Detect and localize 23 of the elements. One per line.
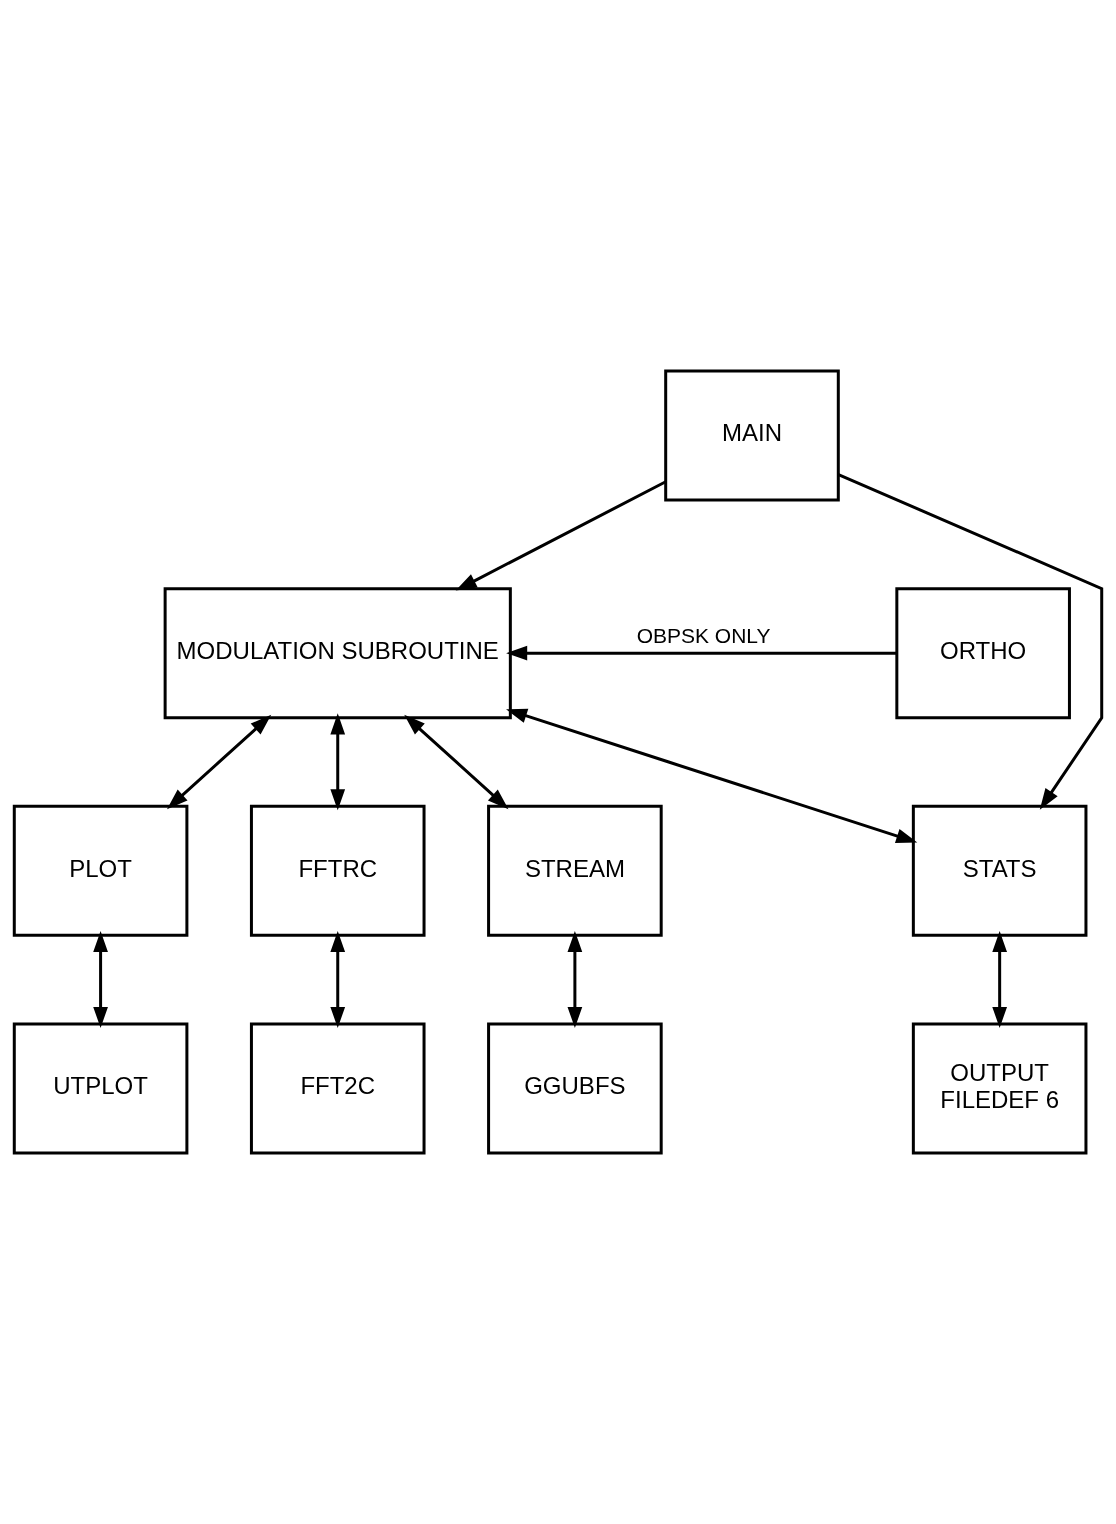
arrow [837,473,1104,810]
arrow [992,931,1008,1028]
node-box: ORTHO [895,587,1071,720]
arrow [404,714,509,810]
node-box: MAIN [664,369,840,502]
node-box: OUTPUT FILEDEF 6 [911,1022,1088,1155]
node-box: STREAM [487,804,663,937]
arrow [167,714,272,810]
node-box: PLOT [12,804,189,937]
edge-label: OBPSK ONLY [636,623,771,647]
arrow [506,645,897,661]
arrow [93,931,108,1028]
node-box: STATS [911,804,1088,937]
arrow [567,931,583,1028]
arrow [506,708,918,844]
arrow [330,931,346,1028]
node-box: MODULATION SUBROUTINE [163,587,512,720]
node-box: FFT2C [249,1022,426,1155]
node-box: FFTRC [249,804,426,937]
arrow [455,480,667,591]
node-box: GGUBFS [487,1022,663,1155]
node-box: UTPLOT [12,1022,189,1155]
arrow [330,713,346,811]
